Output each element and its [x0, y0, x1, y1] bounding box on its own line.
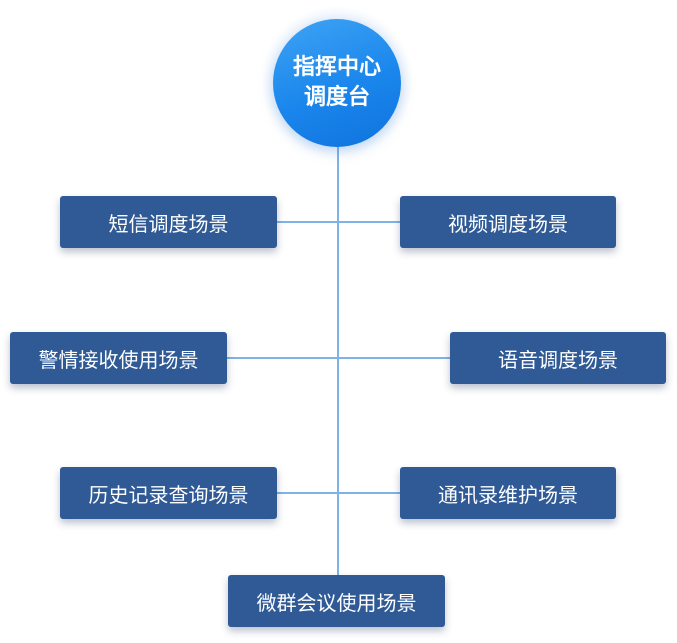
- branch-line-row3: [277, 492, 400, 494]
- trunk-line: [337, 146, 339, 576]
- node-wechat-meeting[interactable]: 微群会议使用场景: [228, 575, 445, 627]
- hub-title-line2: 调度台: [303, 85, 370, 110]
- node-sms-dispatch[interactable]: 短信调度场景: [60, 196, 277, 248]
- command-center-hub: 指挥中心 调度台: [273, 19, 401, 147]
- branch-line-row1: [277, 221, 400, 223]
- branch-line-row2: [227, 357, 450, 359]
- node-alarm-reception[interactable]: 警情接收使用场景: [10, 332, 227, 384]
- node-contacts-maintenance[interactable]: 通讯录维护场景: [400, 467, 616, 519]
- node-voice-dispatch[interactable]: 语音调度场景: [450, 332, 666, 384]
- node-history-query[interactable]: 历史记录查询场景: [60, 467, 277, 519]
- node-video-dispatch[interactable]: 视频调度场景: [400, 196, 616, 248]
- hub-title-line1: 指挥中心: [292, 55, 381, 80]
